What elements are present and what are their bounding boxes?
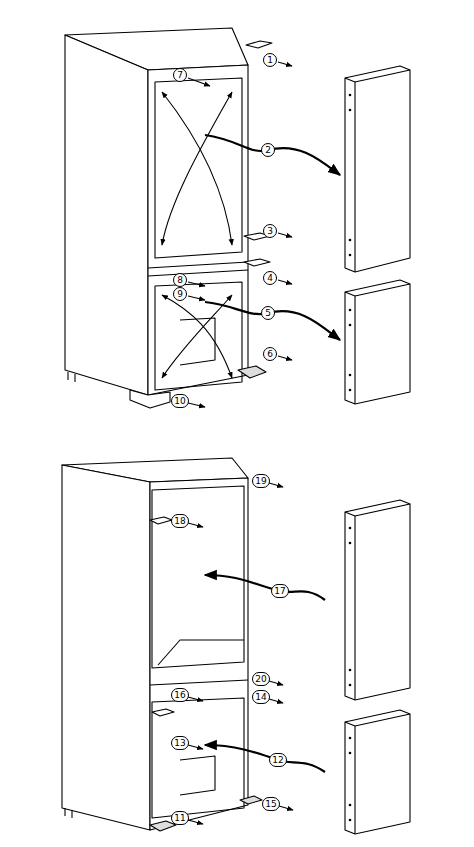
callout-number: 8 xyxy=(173,273,187,287)
callout-number: 4 xyxy=(263,271,277,285)
callout-number: 18 xyxy=(171,514,188,528)
callout-number: 16 xyxy=(171,688,188,702)
callout-number: 1 xyxy=(263,53,277,67)
callout-number: 9 xyxy=(173,287,187,301)
callout-number: 6 xyxy=(263,347,277,361)
callout-number: 7 xyxy=(173,68,187,82)
callout-number: 14 xyxy=(252,690,269,704)
callout-number: 17 xyxy=(271,584,288,598)
callout-number: 11 xyxy=(171,811,188,825)
callout-number: 10 xyxy=(171,394,188,408)
callout-number: 5 xyxy=(261,306,275,320)
callout-number: 12 xyxy=(269,753,286,767)
callout-number: 2 xyxy=(261,143,275,157)
callout-number: 13 xyxy=(171,736,188,750)
callout-number: 15 xyxy=(262,797,279,811)
callout-number: 20 xyxy=(252,672,269,686)
callout-number: 19 xyxy=(252,474,269,488)
callout-number: 3 xyxy=(263,224,277,238)
